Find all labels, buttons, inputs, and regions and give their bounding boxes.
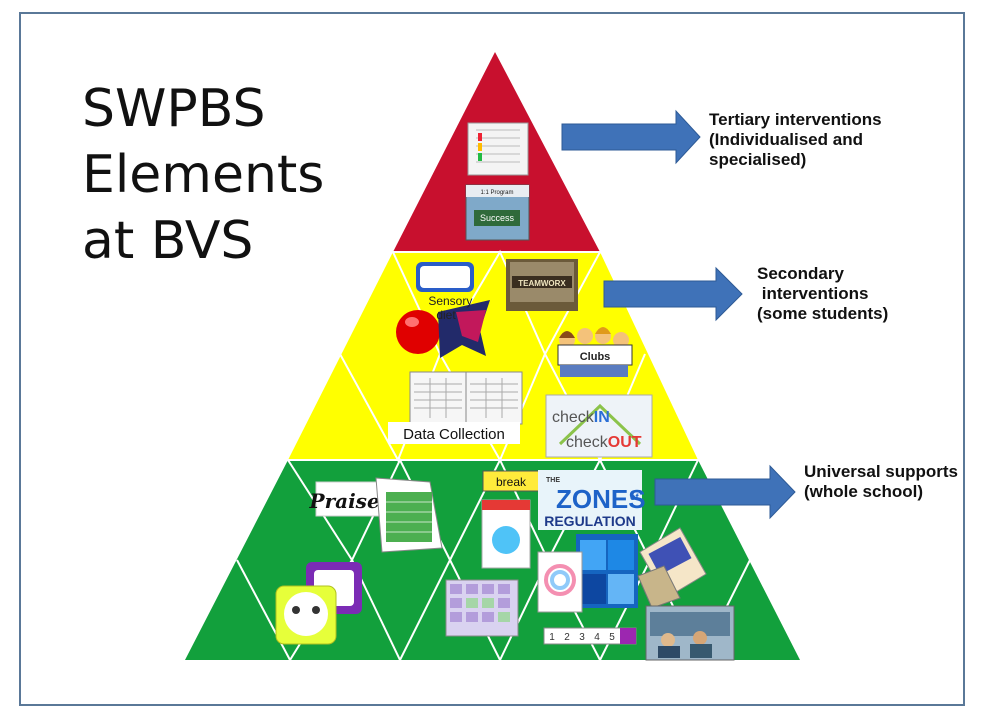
zones-label: ZONES [556, 484, 646, 514]
data-collection-label: Data Collection [403, 426, 505, 443]
regulation-label: REGULATION [544, 513, 636, 529]
communication-board-image [445, 579, 519, 637]
arrow-universal [654, 464, 796, 520]
teamworx-label: TEAMWORX [518, 279, 566, 288]
success-label: Success [480, 213, 515, 223]
check-in-label: checkIN [552, 409, 610, 426]
title-line-3: at BVS [82, 211, 254, 271]
tertiary-interventions-label: Tertiary interventions (Individualised a… [709, 110, 882, 169]
break-card-image: break [482, 470, 540, 492]
arrow-tertiary [561, 109, 701, 165]
classroom-photo-image [645, 605, 735, 661]
booklet-image [481, 499, 531, 569]
reward-chart-image [375, 477, 443, 553]
zones-the-label: THE [546, 477, 560, 484]
number-5: 5 [609, 632, 615, 643]
program-image: 1:1 Program Success [465, 184, 530, 241]
secondary-interventions-label: Secondary interventions (some students) [757, 264, 889, 323]
slide-title: SWPBS Elements at BVS [82, 76, 382, 274]
praise-label: Praise! [309, 489, 389, 513]
number-2: 2 [564, 632, 570, 643]
break-label: break [496, 475, 527, 489]
universal-supports-label: Universal supports (whole school) [804, 462, 958, 501]
number-1: 1 [549, 632, 555, 643]
clubs-image: Clubs [557, 327, 633, 377]
check-out-label: checkOUT [566, 434, 642, 451]
visual-cards-image [275, 562, 362, 645]
chart-sheet-image [467, 122, 529, 176]
title-line-1: SWPBS [82, 79, 266, 139]
number-4: 4 [594, 632, 600, 643]
teamworx-image: TEAMWORX [506, 259, 578, 311]
sensory-diet-image: Sensory diet [396, 262, 490, 358]
photo-cards-image [637, 527, 707, 609]
clubs-label: Clubs [580, 351, 611, 363]
program-label: 1:1 Program [480, 190, 513, 196]
number-3: 3 [579, 632, 585, 643]
number-strip-image: 1 2 3 4 5 [543, 627, 637, 645]
arrow-secondary [603, 266, 743, 322]
check-in-out-image: checkIN checkOUT [545, 394, 653, 458]
data-sheet-image: Data Collection [388, 371, 523, 444]
strategy-sheet-image [537, 551, 583, 613]
zones-of-label: of [630, 492, 639, 502]
zones-of-regulation-image: THE ZONES of REGULATION [538, 470, 646, 608]
title-line-2: Elements [82, 145, 325, 205]
praise-image: Praise! [309, 481, 389, 517]
sensory-diet-label: Sensory diet [428, 294, 475, 322]
